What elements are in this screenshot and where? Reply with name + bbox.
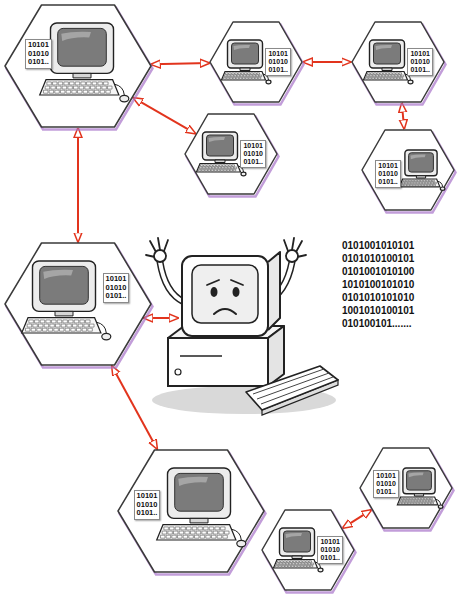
binary-data: 10101 01010 0101..	[375, 160, 400, 188]
computer-icon	[157, 468, 246, 547]
computer-node: 10101 01010 0101..	[352, 22, 444, 102]
computer-icon	[40, 23, 129, 102]
binary-data: 10101 01010 0101..	[407, 48, 432, 76]
network-arrow	[144, 317, 178, 319]
hexagon-outline	[5, 243, 151, 365]
binary-stream: 0101001010101 0101010100101 010100101010…	[340, 238, 416, 331]
computer-node: 10101 01010 0101..	[210, 22, 302, 102]
computer-node: 10101 01010 0101..	[262, 510, 354, 590]
computer-icon	[274, 528, 324, 572]
computer-node: 10101 01010 0101..	[360, 448, 452, 528]
binary-data: 10101 01010 0101..	[134, 490, 161, 520]
binary-data: 10101 01010 0101..	[265, 48, 290, 76]
computer-icon	[399, 150, 445, 190]
computer-icon	[22, 261, 111, 340]
binary-data: 10101 01010 0101..	[240, 140, 265, 168]
network-arrow	[152, 63, 210, 64]
network-arrow	[134, 98, 196, 133]
computer-node: 10101 01010 0101..	[5, 5, 151, 127]
computer-node: 10101 01010 0101..	[118, 450, 264, 572]
computer-node: 10101 01010 0101..	[185, 114, 277, 194]
binary-data: 10101 01010 0101..	[103, 273, 130, 303]
computer-icon	[197, 132, 247, 176]
sad-computer	[146, 238, 338, 415]
computer-icon	[364, 40, 414, 84]
computer-icon	[397, 468, 443, 508]
network-arrow	[343, 510, 371, 528]
binary-data: 10101 01010 0101..	[25, 39, 52, 69]
computer-node: 10101 01010 0101..	[5, 243, 151, 365]
computer-icon	[222, 40, 272, 84]
binary-data: 10101 01010 0101..	[317, 536, 342, 564]
network-arrow	[402, 103, 404, 128]
network-arrow	[77, 129, 79, 242]
binary-data: 10101 01010 0101..	[373, 470, 398, 498]
network-arrow	[112, 366, 157, 448]
network-arrow	[304, 61, 351, 63]
computer-node: 10101 01010 0101..	[362, 130, 454, 210]
